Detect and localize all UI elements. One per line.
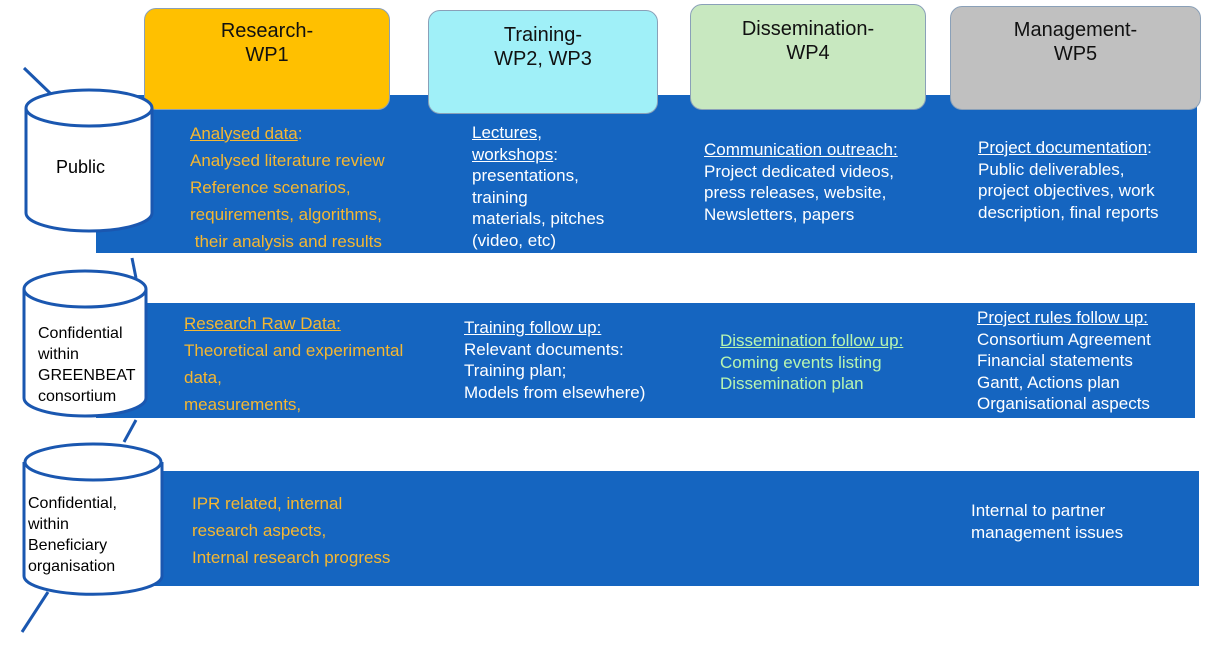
beneficiary-management-line2: management issues — [971, 522, 1124, 542]
public-research-title: Analysed data: — [190, 120, 385, 147]
band-consortium — [96, 303, 1195, 418]
cylinder-consortium — [22, 269, 148, 418]
beneficiary-research-cell: IPR related, internal research aspects, … — [192, 490, 390, 571]
level-label-consortium-line3: GREENBEAT — [38, 367, 136, 384]
public-research-line3: requirements, algorithms, — [190, 205, 382, 224]
connector-2 — [122, 419, 138, 443]
level-label-consortium-line2: within — [38, 346, 79, 363]
level-label-consortium-line1: Confidential — [38, 325, 123, 342]
header-research: Research- WP1 — [144, 8, 390, 110]
beneficiary-research-line1: IPR related, internal — [192, 494, 343, 513]
consortium-research-line3: measurements, — [184, 395, 302, 414]
connector-top — [22, 66, 54, 97]
level-label-beneficiary-line3: Beneficiary — [28, 537, 108, 554]
consortium-dissemination-cell: Dissemination follow up: Coming events l… — [720, 330, 903, 395]
consortium-research-line2: data, — [184, 368, 222, 387]
connector-1 — [130, 257, 138, 279]
header-dissemination-line1: Dissemination- — [741, 18, 875, 40]
level-label-beneficiary-line1: Confidential, — [28, 495, 117, 512]
level-label-consortium-line4: consortium — [38, 388, 117, 405]
cylinder-public — [24, 88, 154, 233]
public-training-line3: materials, pitches — [472, 209, 605, 228]
public-training-cell: Lectures, workshops: presentations, trai… — [472, 122, 604, 251]
level-label-beneficiary-line4: organisation — [28, 558, 116, 575]
consortium-management-line4: Organisational aspects — [977, 394, 1150, 413]
level-label-beneficiary-line2: within — [28, 516, 69, 533]
public-management-title-text: Project documentation — [978, 138, 1148, 157]
header-training-line1: Training- — [503, 24, 583, 46]
public-training-title-line1: Lectures, — [472, 123, 542, 142]
beneficiary-research-line3: Internal research progress — [192, 548, 391, 567]
header-research-line2: WP1 — [245, 44, 289, 66]
public-management-cell: Project documentation: Public deliverabl… — [978, 137, 1158, 223]
band-beneficiary — [96, 471, 1199, 586]
public-research-line4: their analysis and results — [190, 232, 382, 251]
band-public — [96, 95, 1197, 253]
consortium-research-title: Research Raw Data: — [184, 314, 341, 333]
public-management-line3: description, final reports — [978, 202, 1159, 222]
consortium-management-line3: Gantt, Actions plan — [977, 372, 1120, 392]
public-training-line1: presentations, — [472, 166, 579, 185]
consortium-dissemination-line1: Coming events listing — [720, 352, 882, 372]
level-label-consortium: Confidential within GREENBEAT consortium — [38, 323, 136, 407]
beneficiary-management-cell: Internal to partner management issues — [971, 500, 1123, 543]
public-management-title: Project documentation: — [978, 137, 1158, 159]
header-training: Training- WP2, WP3 — [428, 10, 658, 114]
consortium-management-line1: Consortium Agreement — [977, 329, 1151, 349]
consortium-dissemination-line2: Dissemination plan — [720, 374, 864, 393]
public-dissemination-line2: press releases, website, — [704, 183, 887, 202]
public-training-line2: training — [472, 187, 528, 207]
consortium-dissemination-title: Dissemination follow up: — [720, 331, 904, 350]
public-dissemination-cell: Communication outreach: Project dedicate… — [704, 139, 898, 225]
public-training-title-suffix: : — [553, 144, 558, 164]
consortium-training-title: Training follow up: — [464, 318, 602, 337]
public-training-title-line2-text: workshops — [472, 144, 554, 164]
header-dissemination-line2: WP4 — [786, 42, 830, 64]
beneficiary-research-line2: research aspects, — [192, 521, 327, 540]
level-label-public-line1: Public — [56, 157, 106, 177]
consortium-training-line2: Training plan; — [464, 361, 567, 380]
header-dissemination: Dissemination- WP4 — [690, 4, 926, 110]
public-research-line2: Reference scenarios, — [190, 178, 351, 197]
level-label-beneficiary: Confidential, within Beneficiary organis… — [28, 493, 117, 577]
consortium-research-line1: Theoretical and experimental — [184, 341, 404, 360]
public-management-line1: Public deliverables, — [978, 159, 1125, 179]
beneficiary-management-line1: Internal to partner — [971, 501, 1106, 520]
header-management-line2: WP5 — [1053, 43, 1098, 65]
connector-bottom — [20, 591, 50, 633]
public-research-line1: Analysed literature review — [190, 151, 385, 170]
public-research-title-suffix: : — [297, 124, 303, 143]
level-label-public: Public — [56, 157, 105, 178]
consortium-management-cell: Project rules follow up: Consortium Agre… — [977, 307, 1151, 415]
public-management-title-suffix: : — [1147, 138, 1152, 157]
public-training-title-line2: workshops: — [472, 144, 604, 166]
header-research-line1: Research- — [220, 20, 314, 42]
header-management-line1: Management- — [1013, 19, 1138, 41]
consortium-training-line3: Models from elsewhere) — [464, 382, 646, 402]
consortium-training-cell: Training follow up: Relevant documents: … — [464, 317, 645, 403]
public-dissemination-title: Communication outreach: — [704, 140, 898, 159]
cylinder-beneficiary — [22, 442, 164, 596]
public-dissemination-line3: Newsletters, papers — [704, 204, 855, 224]
consortium-research-cell: Research Raw Data: Theoretical and exper… — [184, 310, 403, 418]
header-management: Management- WP5 — [950, 6, 1201, 110]
public-research-cell: Analysed data: Analysed literature revie… — [190, 120, 385, 255]
public-research-title-text: Analysed data — [190, 124, 298, 143]
public-management-line2: project objectives, work — [978, 181, 1155, 200]
header-training-line2: WP2, WP3 — [494, 48, 592, 70]
public-dissemination-line1: Project dedicated videos, — [704, 161, 894, 181]
consortium-management-title: Project rules follow up: — [977, 308, 1149, 327]
consortium-training-line1: Relevant documents: — [464, 339, 624, 359]
public-training-line4: (video, etc) — [472, 230, 557, 250]
consortium-management-line2: Financial statements — [977, 351, 1133, 370]
